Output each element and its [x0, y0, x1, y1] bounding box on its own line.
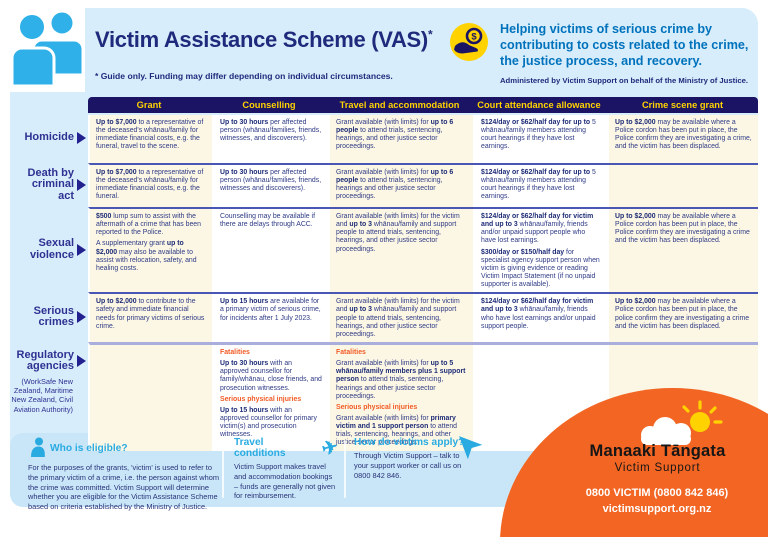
page-title-asterisk: *	[427, 27, 433, 42]
info-section-eligibility: Who is eligible? For the purposes of the…	[28, 437, 224, 512]
table-cell: Up to $2,000 may be available where a Po…	[609, 294, 758, 342]
table-cell: Up to 15 hours are available for a prima…	[214, 294, 328, 342]
column-header-travel: Travel and accommodation	[339, 100, 460, 110]
table-cell: Grant available (with limits) for up to …	[330, 115, 473, 163]
arrow-right-icon	[77, 311, 86, 324]
people-icon	[10, 8, 85, 91]
website-url: victimsupport.org.nz	[602, 502, 712, 515]
regulatory-agencies-note: (WorkSafe New Zealand, Maritime New Zeal…	[11, 376, 73, 414]
table-cell: Up to $7,000 to a representative of the …	[90, 115, 212, 163]
svg-text:$: $	[471, 32, 477, 43]
table-row: Regulatory agencies (WorkSafe New Zealan…	[10, 341, 758, 451]
table-cell: Grant available (with limits) for the vi…	[330, 294, 473, 342]
info-section-apply: How do victims apply? Through Victim Sup…	[354, 436, 504, 480]
arrow-right-icon	[77, 179, 86, 191]
victim-support-logo: Manaaki Tāngata Victim Support	[550, 400, 765, 474]
table-cell: $124/day or $62/half day for victim and …	[475, 294, 607, 342]
cursor-icon	[456, 433, 486, 466]
info-body: Victim Support makes travel and accommod…	[234, 462, 336, 501]
column-header-grant: Grant	[136, 100, 162, 110]
person-icon	[28, 437, 45, 460]
airplane-icon: ✈	[319, 435, 341, 461]
info-heading: How do victims apply?	[354, 437, 465, 448]
table-cell	[609, 165, 758, 207]
cloud-sun-icon	[641, 400, 723, 445]
arrow-right-icon	[77, 243, 86, 256]
coin-in-hand-icon: $	[449, 22, 489, 67]
table-cell: $124/day or $62/half day for up to 5 whā…	[475, 165, 607, 207]
table-cell	[90, 344, 212, 451]
footer-contact: 0800 VICTIM (0800 842 846) victimsupport…	[538, 486, 768, 518]
table-row: Death by criminal act Up to $7,000 to a …	[10, 163, 758, 207]
table-cell: Grant available (with limits) for the vi…	[330, 209, 473, 293]
table-cell: Up to $2,000 to contribute to the safety…	[90, 294, 212, 342]
table-row: Homicide Up to $7,000 to a representativ…	[10, 113, 758, 163]
row-label-regulatory-agencies: Regulatory agencies	[16, 348, 74, 373]
divider	[222, 440, 224, 498]
table-row: Serious crimes Up to $2,000 to contribut…	[10, 292, 758, 342]
table-cell: Counselling may be available if there ar…	[214, 209, 328, 293]
arrow-right-icon	[77, 355, 86, 368]
table-cell: $124/day or $62/half day for up to 5 whā…	[475, 115, 607, 163]
table-cell: Up to $2,000 may be available where a Po…	[609, 209, 758, 293]
row-label-serious-crimes: Serious crimes	[33, 304, 74, 329]
row-label-death-by-criminal-act: Death by criminal act	[27, 166, 74, 202]
info-heading: Who is eligible?	[50, 443, 128, 454]
table-cell: Up to 30 hours per affected person (whān…	[214, 165, 328, 207]
table-cell: $124/day or $62/half day for victim and …	[475, 209, 607, 293]
info-body: For the purposes of the grants, 'victim'…	[28, 463, 219, 512]
row-label-homicide: Homicide	[24, 131, 74, 144]
divider	[344, 440, 346, 498]
phone-number: 0800 VICTIM (0800 842 846)	[585, 487, 729, 499]
table-cell: $500 lump sum to assist with the afterma…	[90, 209, 212, 293]
arrow-right-icon	[77, 132, 86, 144]
header-tagline: Helping victims of serious crime by cont…	[500, 22, 749, 69]
page-title-text: Victim Assistance Scheme (VAS)	[95, 27, 428, 52]
table-row: Sexual violence $500 lump sum to assist …	[10, 207, 758, 293]
column-header-court: Court attendance allowance	[477, 100, 601, 110]
table-cell: Up to $7,000 to a representative of the …	[90, 165, 212, 207]
table-cell: Up to $2,000 may be available where a Po…	[609, 115, 758, 163]
administered-note: Administered by Victim Support on behalf…	[500, 76, 749, 85]
column-header-counselling: Counselling	[242, 100, 296, 110]
table-cell: Up to 30 hours per affected person (whān…	[214, 115, 328, 163]
vas-table: Grant Counselling Travel and accommodati…	[10, 97, 758, 451]
table-header-row: Grant Counselling Travel and accommodati…	[88, 97, 758, 113]
info-body: Through Victim Support – talk to your su…	[354, 451, 462, 480]
row-label-sexual-violence: Sexual violence	[29, 237, 74, 261]
column-header-crime-scene: Crime scene grant	[641, 100, 724, 110]
table-cell: Grant available (with limits) for up to …	[330, 165, 473, 207]
brand-name: Manaaki Tāngata	[589, 442, 726, 460]
guide-note: * Guide only. Funding may differ dependi…	[95, 71, 393, 81]
info-heading: Travel conditions	[234, 437, 286, 459]
info-section-travel: Travel conditions ✈ Victim Support makes…	[234, 435, 341, 501]
brand-subname: Victim Support	[614, 462, 701, 474]
page-title: Victim Assistance Scheme (VAS)*	[95, 27, 433, 53]
